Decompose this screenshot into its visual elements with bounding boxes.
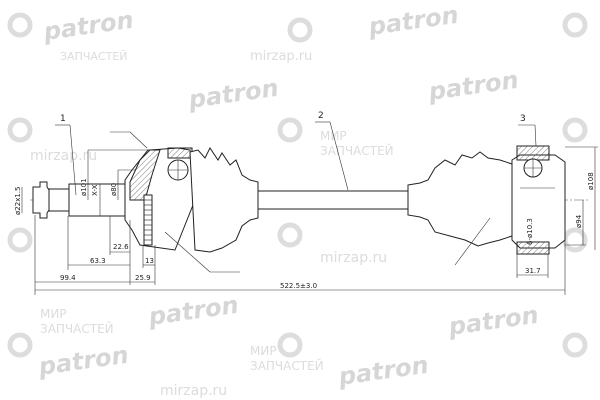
watermark-shop: ЗАПЧАСТЕЙ [250, 358, 324, 373]
watermark-brand: patron [446, 301, 540, 341]
watermark-site: mirzap.ru [250, 49, 312, 64]
dim-13: 13 [145, 257, 154, 265]
outer-boot [189, 147, 259, 253]
watermark-brand: patron [41, 6, 135, 46]
watermark-brand: patron [426, 66, 520, 106]
watermark-site: mirzap.ru [30, 148, 97, 164]
watermark-logo-icon [7, 12, 588, 358]
watermark-brand: patron [336, 351, 430, 391]
watermark-shop: ЗАПЧАСТЕЙ [320, 143, 394, 158]
dim-xx: X-X [91, 184, 99, 196]
dim-d94: ø94 [575, 214, 583, 228]
dim-overall-length: 522.5±3.0 [280, 282, 317, 290]
watermark-brand: patron [366, 1, 460, 41]
dim-d108: ø108 [587, 172, 595, 190]
dim-31-7: 31.7 [525, 267, 541, 275]
watermark-shop: ЗАПЧАСТЕЙ [60, 50, 128, 63]
dim-thread: ø22x1.5 [14, 187, 22, 215]
watermark-layer: patron patron patron patron patron patro… [7, 1, 588, 399]
dim-bolt-holes: 6-ø10.3 [526, 218, 534, 245]
dim-99-4: 99.4 [60, 274, 76, 282]
inner-cv-joint [511, 145, 566, 255]
watermark-brand: patron [186, 74, 280, 114]
callout-2: 2 [318, 111, 324, 121]
watermark-site: mirzap.ru [320, 250, 387, 266]
dim-63-3: 63.3 [90, 257, 106, 265]
dim-22-6: 22.6 [113, 243, 129, 251]
watermark-site: mirzap.ru [160, 383, 227, 399]
outer-cv-joint [124, 147, 196, 251]
callout-leaders [55, 121, 537, 273]
inner-boot [407, 151, 516, 247]
callout-3: 3 [520, 114, 526, 124]
watermark-shop: МИР [320, 129, 347, 143]
watermark-shop: МИР [40, 307, 67, 321]
dim-d80: ø80 [110, 183, 118, 196]
callout-1: 1 [60, 114, 66, 124]
watermark-shop: ЗАПЧАСТЕЙ [40, 321, 114, 336]
dim-25-9: 25.9 [135, 274, 151, 282]
watermark-brand: patron [146, 291, 240, 331]
watermark-brand: patron [36, 341, 130, 381]
shaft [257, 190, 409, 210]
watermark-shop: МИР [250, 344, 277, 358]
dimension-lines [21, 146, 598, 295]
dim-d101: ø101 [80, 178, 88, 196]
outer-cv-stub [32, 181, 126, 219]
